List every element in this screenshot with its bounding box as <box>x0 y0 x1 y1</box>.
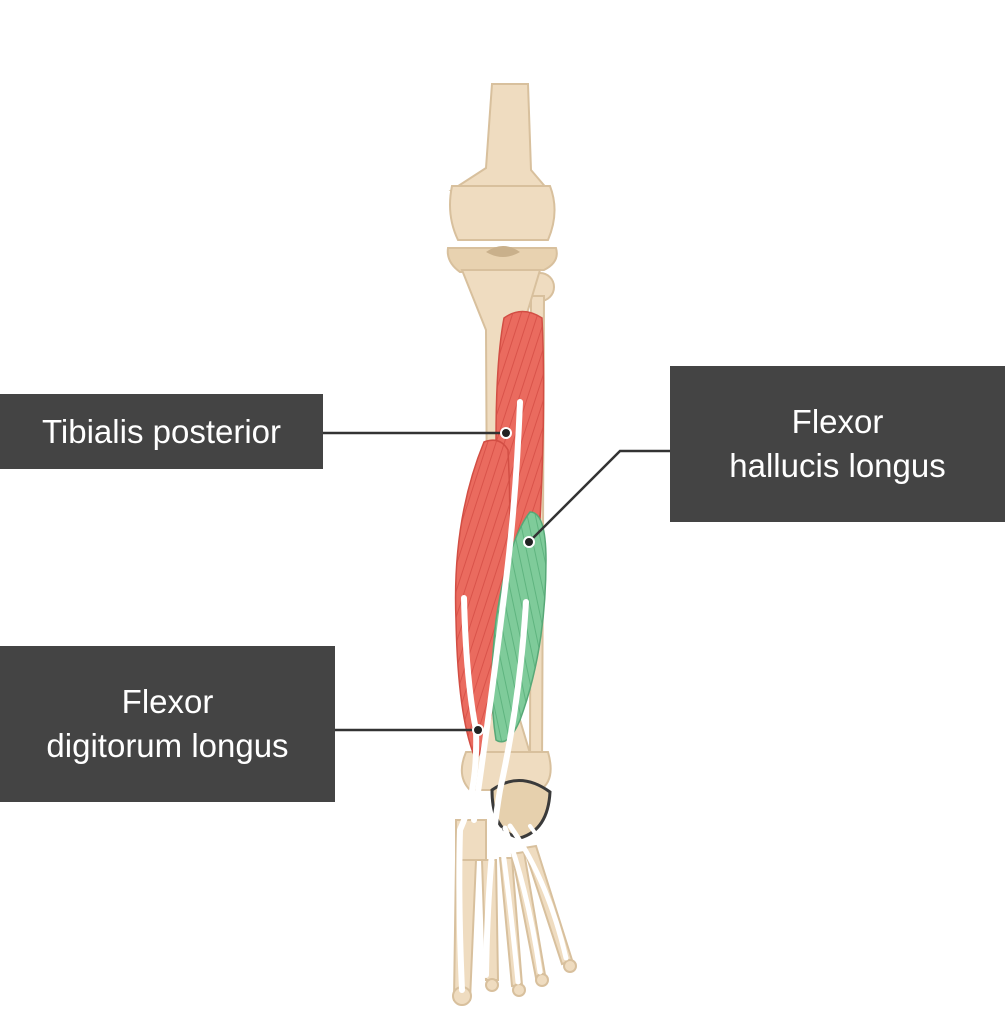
flexor-hallucis-longus-label: Flexor hallucis longus <box>670 366 1005 522</box>
tibialis-posterior-pointer <box>500 427 512 439</box>
ankle-bones <box>455 751 552 861</box>
knee-joint <box>446 246 558 274</box>
tibialis-posterior-label: Tibialis posterior <box>0 394 323 469</box>
flexor-hallucis-longus-muscle <box>491 511 547 743</box>
flexor-digitorum-longus-label: Flexor digitorum longus <box>0 646 335 802</box>
leader-lines <box>323 427 670 736</box>
flexor-digitorum-longus-line1: Flexor <box>121 683 214 720</box>
femur-bone <box>448 83 556 241</box>
tendons <box>456 399 584 993</box>
flexor-hallucis-longus-line1: Flexor <box>791 403 884 440</box>
flexor-hallucis-longus-pointer <box>523 536 535 548</box>
flexor-hallucis-longus-line2: hallucis longus <box>729 447 946 484</box>
tibialis-posterior-text: Tibialis posterior <box>41 412 282 450</box>
flexor-digitorum-longus-line2: digitorum longus <box>46 727 289 764</box>
flexor-digitorum-longus-pointer <box>472 724 484 736</box>
